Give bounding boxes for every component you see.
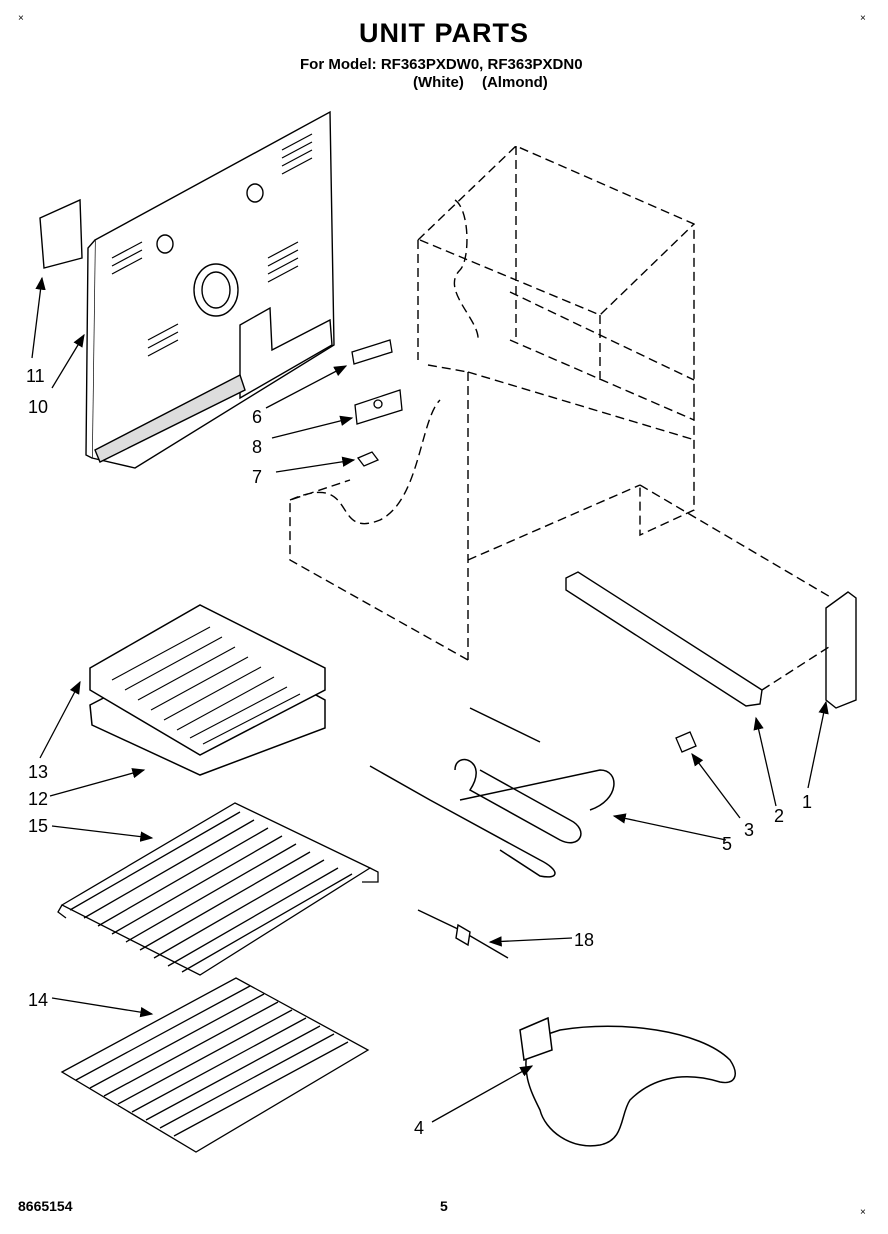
corner-mark-top-left: × [18, 13, 24, 24]
callout-14: 14 [28, 990, 48, 1010]
callout-2: 2 [774, 806, 784, 826]
back-panel [85, 110, 335, 469]
corner-mark-bottom-right: × [860, 1207, 866, 1218]
callout-5: 5 [722, 834, 732, 854]
callout-8: 8 [252, 437, 262, 457]
callout-6: 6 [252, 407, 262, 427]
rail [565, 484, 833, 707]
model-line: For Model: RF363PXDW0, RF363PXDN0 [300, 56, 583, 73]
range-body-outline [289, 145, 696, 661]
callout-13: 13 [28, 762, 48, 782]
callout-11: 11 [26, 366, 45, 386]
callout-18: 18 [574, 930, 594, 950]
callout-7: 7 [252, 467, 262, 487]
callout-3: 3 [744, 820, 754, 840]
oven-rack-lower [60, 977, 370, 1153]
callout-15: 15 [28, 816, 48, 836]
callout-1: 1 [802, 792, 812, 812]
broil-element [519, 1016, 736, 1147]
broil-pan [89, 604, 326, 776]
bake-element [369, 707, 615, 878]
leader-lines [31, 276, 829, 1123]
document-number: 8665154 [18, 1198, 73, 1214]
page-title: UNIT PARTS [359, 18, 529, 48]
oven-rack [57, 802, 379, 976]
color-variants: (White) (Almond) [413, 74, 548, 91]
small-clip-parts [351, 339, 403, 467]
corner-mark-top-right: × [860, 13, 866, 24]
callout-12: 12 [28, 789, 48, 809]
bracket-3 [675, 731, 697, 753]
bracket-11 [39, 198, 83, 269]
side-trim [825, 591, 857, 709]
page-number: 5 [440, 1198, 448, 1214]
callout-4: 4 [414, 1118, 424, 1138]
oven-sensor [417, 909, 509, 959]
callout-10: 10 [28, 397, 48, 417]
